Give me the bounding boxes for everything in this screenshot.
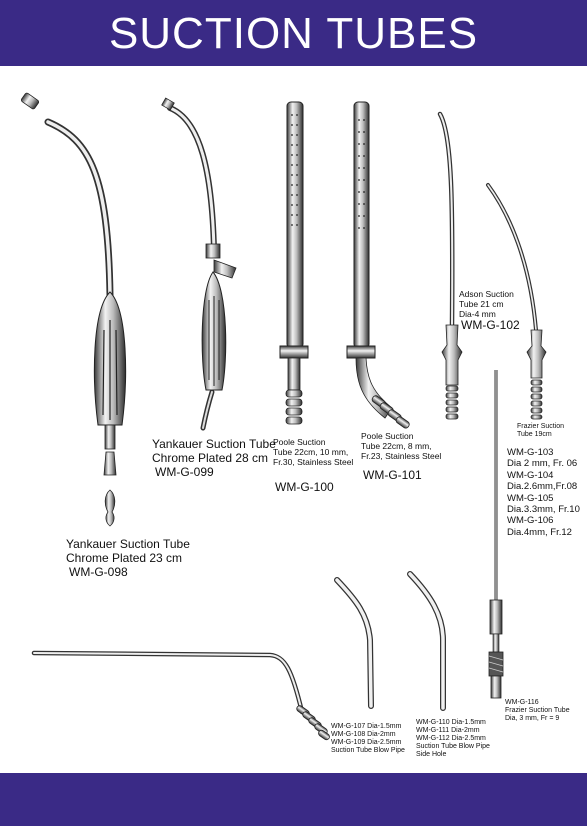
blow-pipe-name: Suction Tube Blow Pipe — [331, 747, 405, 755]
label-blow-pipe-2: WM-G-110 Dia-1.5mm WM-G-111 Dia-2mm WM-G… — [416, 719, 490, 759]
frazier-straight-image — [488, 370, 504, 699]
label-wm-g-100: Poole Suction Tube 22cm, 10 mm, Fr.30, S… — [273, 437, 354, 495]
blow-pipe-row: WM-G-111 Dia-2mm — [416, 727, 480, 735]
item-line1: Poole Suction — [361, 431, 414, 441]
blow-pipe-row: WM-G-109 Dia-2.5mm — [331, 739, 402, 747]
header-band: SUCTION TUBES — [0, 0, 587, 66]
item-name-line2: Chrome Plated 23 cm — [66, 550, 183, 565]
yankauer-28cm-image — [161, 97, 237, 431]
item-name-line1: Yankauer Suction Tube — [152, 437, 276, 451]
label-frazier-19cm: Frazier Suction Tube 19cm — [517, 423, 564, 439]
item-line1: Poole Suction — [273, 437, 326, 447]
blow-pipe-row: WM-G-110 Dia-1.5mm — [416, 719, 486, 726]
poole-10mm-image — [279, 101, 309, 425]
item-line2: Tube 22cm, 8 mm, — [361, 440, 432, 451]
item-line2: Tube 21 cm — [459, 298, 504, 309]
item-line3: Fr.30, Stainless Steel — [273, 456, 354, 467]
label-blow-pipe-1: WM-G-107 Dia-1.5mm WM-G-108 Dia-2mm WM-G… — [331, 723, 405, 755]
frazier-19cm-image — [486, 183, 547, 420]
item-code: WM-G-098 — [69, 564, 128, 579]
item-line3: Dia-4 mm — [459, 308, 496, 319]
label-wm-g-116: WM-G-116 Frazier Suction Tube Dia, 3 mm,… — [505, 699, 570, 723]
item-line3: Fr.23, Stainless Steel — [361, 450, 442, 461]
label-wm-g-099: Yankauer Suction Tube Chrome Plated 28 c… — [152, 437, 276, 479]
item-line1: Adson Suction — [459, 289, 514, 299]
blow-pipe-1-image — [334, 577, 374, 709]
poole-8mm-image — [346, 101, 410, 429]
frazier-spec: Dia.2.6mm,Fr.08 — [507, 481, 578, 493]
item-code: WM-G-101 — [363, 468, 422, 483]
item-code: WM-G-099 — [155, 464, 214, 479]
frazier-spec: Dia.3.3mm, Fr.10 — [507, 503, 580, 515]
item-line2: Dia, 3 mm, Fr = 9 — [505, 715, 560, 723]
item-name-line2: Chrome Plated 28 cm — [152, 450, 269, 465]
item-line1: Frazier Suction — [517, 423, 565, 430]
label-wm-g-101: Poole Suction Tube 22cm, 8 mm, Fr.23, St… — [361, 431, 442, 483]
frazier-code: WM-G-104 — [507, 469, 554, 481]
blow-pipe-name: Suction Tube Blow Pipe — [416, 743, 490, 751]
label-wm-g-098: Yankauer Suction Tube Chrome Plated 23 c… — [66, 537, 190, 579]
blow-pipe-row: WM-G-107 Dia-1.5mm — [331, 723, 402, 730]
label-wm-g-102: Adson Suction Tube 21 cm Dia-4 mm WM-G-1… — [459, 289, 520, 333]
blow-pipe-2-image — [407, 571, 446, 711]
frazier-code: WM-G-106 — [507, 515, 554, 527]
frazier-code: WM-G-105 — [507, 492, 554, 504]
angled-suction-tube-image — [31, 650, 330, 741]
item-line1: Frazier Suction Tube — [505, 707, 570, 715]
blow-pipe-row: WM-G-108 Dia-2mm — [331, 731, 396, 739]
blow-pipe-note: Side Hole — [416, 751, 447, 759]
footer-band — [0, 773, 587, 826]
item-code: WM-G-100 — [275, 480, 334, 495]
yankauer-23cm-image — [20, 92, 127, 527]
item-line2: Tube 19cm — [517, 431, 552, 439]
page-title: SUCTION TUBES — [108, 9, 479, 58]
item-line2: Tube 22cm, 10 mm, — [273, 446, 349, 457]
item-code: WM-G-116 — [505, 699, 539, 706]
frazier-spec: Dia.4mm, Fr.12 — [507, 526, 572, 538]
blow-pipe-row: WM-G-112 Dia-2.5mm — [416, 735, 486, 743]
item-name-line1: Yankauer Suction Tube — [66, 537, 190, 551]
adson-image — [437, 111, 463, 420]
frazier-code: WM-G-103 — [507, 447, 554, 458]
item-code: WM-G-102 — [461, 318, 520, 333]
label-frazier-codes: WM-G-103 Dia 2 mm, Fr. 06 WM-G-104 Dia.2… — [507, 447, 580, 538]
frazier-spec: Dia 2 mm, Fr. 06 — [507, 458, 578, 470]
